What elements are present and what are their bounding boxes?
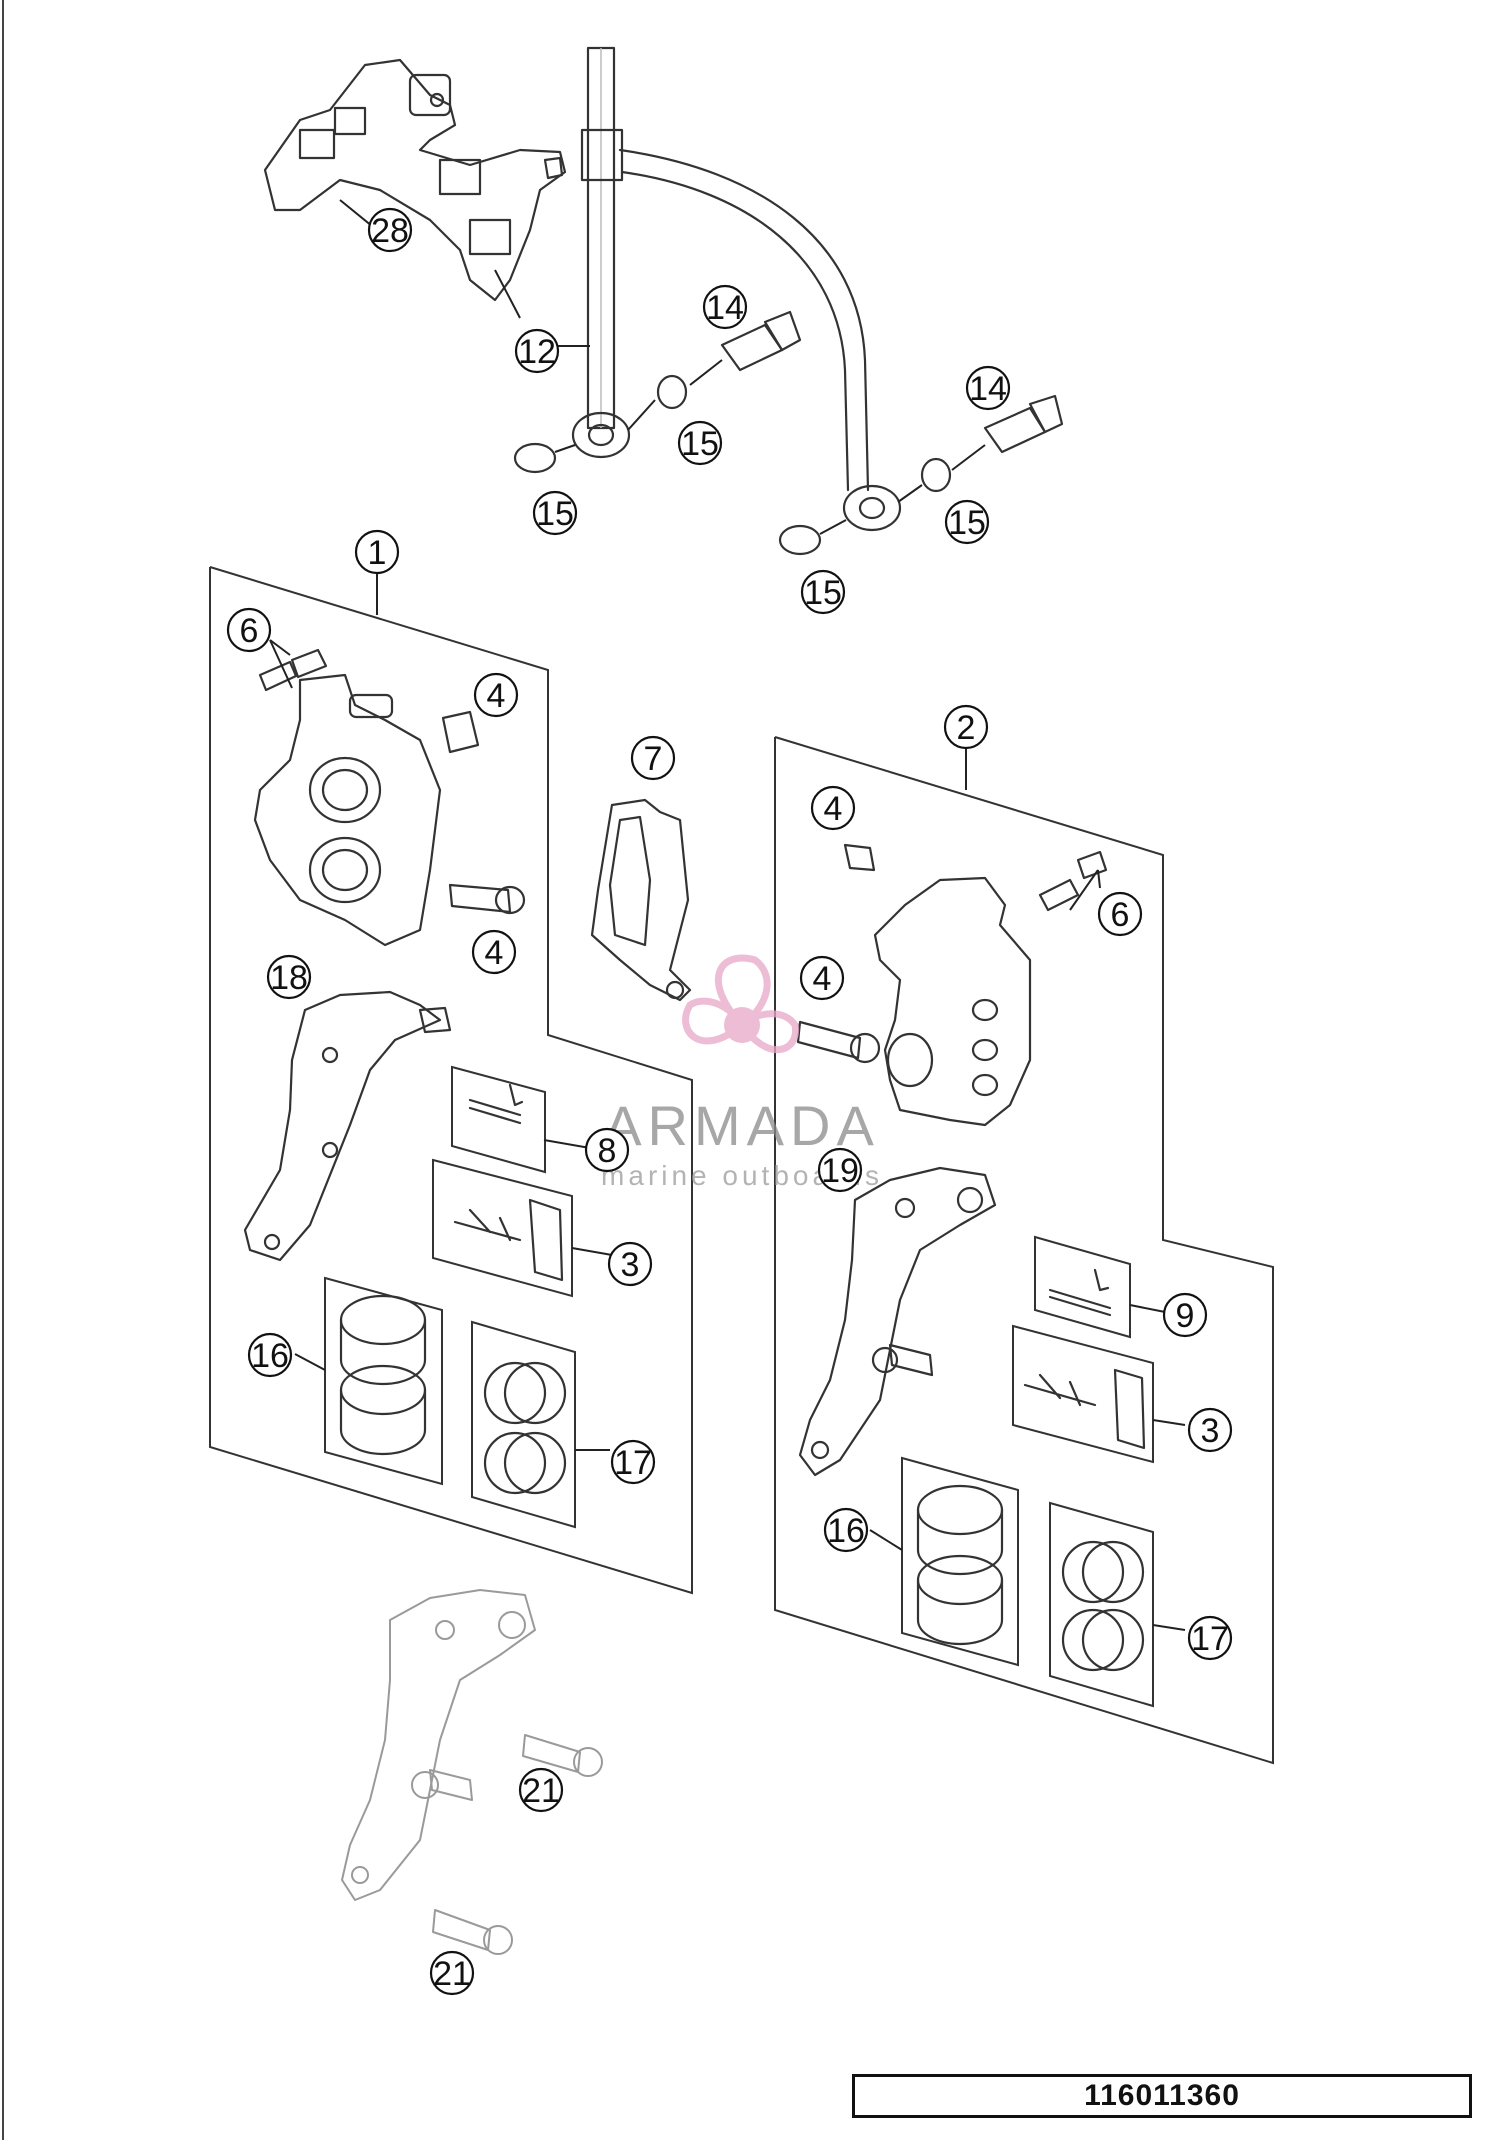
svg-text:16: 16: [827, 1512, 865, 1550]
callout-19: 19: [817, 1147, 863, 1193]
callout-17: 17: [1187, 1615, 1233, 1661]
svg-text:6: 6: [1111, 896, 1130, 934]
callout-15: 15: [800, 569, 846, 615]
svg-text:4: 4: [487, 677, 506, 715]
callout-1: 1: [354, 529, 400, 575]
svg-text:14: 14: [969, 370, 1007, 408]
callout-2: 2: [943, 704, 989, 750]
callout-21: 21: [518, 1767, 564, 1813]
callout-15: 15: [677, 420, 723, 466]
callout-15: 15: [532, 490, 578, 536]
caliper-kit-left-panel: [209, 566, 693, 1595]
svg-text:15: 15: [948, 504, 986, 542]
propeller-icon: [682, 954, 800, 1054]
svg-text:8: 8: [598, 1132, 617, 1170]
svg-text:7: 7: [644, 740, 663, 778]
callout-8: 8: [584, 1127, 630, 1173]
svg-text:28: 28: [371, 212, 409, 250]
svg-text:9: 9: [1176, 1297, 1195, 1335]
reference-number-box: 116011360: [852, 2074, 1472, 2118]
svg-text:15: 15: [804, 574, 842, 612]
svg-text:15: 15: [681, 425, 719, 463]
svg-text:18: 18: [270, 959, 308, 997]
svg-text:16: 16: [251, 1337, 289, 1375]
callout-labels: 28 12 14 14 15 15 15 15 1 2 6 6 4 4 4 4 …: [226, 207, 1233, 1996]
callout-4: 4: [810, 785, 856, 831]
callout-17: 17: [610, 1439, 656, 1485]
svg-text:15: 15: [536, 495, 574, 533]
svg-text:19: 19: [821, 1152, 859, 1190]
svg-text:21: 21: [522, 1772, 560, 1810]
svg-text:4: 4: [824, 790, 843, 828]
svg-text:6: 6: [240, 612, 259, 650]
caliper-kit-right-panel: [774, 736, 1274, 1765]
svg-text:4: 4: [485, 934, 504, 972]
callout-3: 3: [607, 1241, 653, 1287]
svg-text:17: 17: [614, 1444, 652, 1482]
svg-text:14: 14: [706, 289, 744, 327]
svg-text:12: 12: [518, 333, 556, 371]
callout-16: 16: [823, 1507, 869, 1553]
brake-pads: [590, 798, 692, 1002]
callout-6: 6: [226, 607, 272, 653]
callout-9: 9: [1162, 1292, 1208, 1338]
callout-leaders: [269, 199, 1186, 1631]
callout-4: 4: [799, 955, 845, 1001]
callout-14: 14: [965, 365, 1011, 411]
callout-3: 3: [1187, 1407, 1233, 1453]
svg-text:3: 3: [621, 1246, 640, 1284]
callout-16: 16: [247, 1332, 293, 1378]
svg-text:21: 21: [433, 1955, 471, 1993]
svg-text:1: 1: [368, 534, 387, 572]
watermark-brand: ARMADA: [604, 1094, 880, 1157]
svg-text:17: 17: [1191, 1620, 1229, 1658]
callout-4: 4: [473, 672, 519, 718]
callout-7: 7: [630, 735, 676, 781]
svg-text:3: 3: [1201, 1412, 1220, 1450]
callout-4: 4: [471, 929, 517, 975]
callout-28: 28: [367, 207, 413, 253]
callout-15: 15: [944, 499, 990, 545]
caliper-support-bracket: [341, 1589, 603, 1955]
brake-hose-assembly: [513, 46, 1064, 556]
svg-text:2: 2: [957, 709, 976, 747]
reference-number: 116011360: [1084, 2079, 1240, 2112]
callout-6: 6: [1097, 891, 1143, 937]
brake-line-bracket: [263, 58, 567, 302]
callout-14: 14: [702, 284, 748, 330]
callout-18: 18: [266, 954, 312, 1000]
callout-21: 21: [429, 1950, 475, 1996]
callout-12: 12: [514, 328, 560, 374]
svg-text:4: 4: [813, 960, 832, 998]
